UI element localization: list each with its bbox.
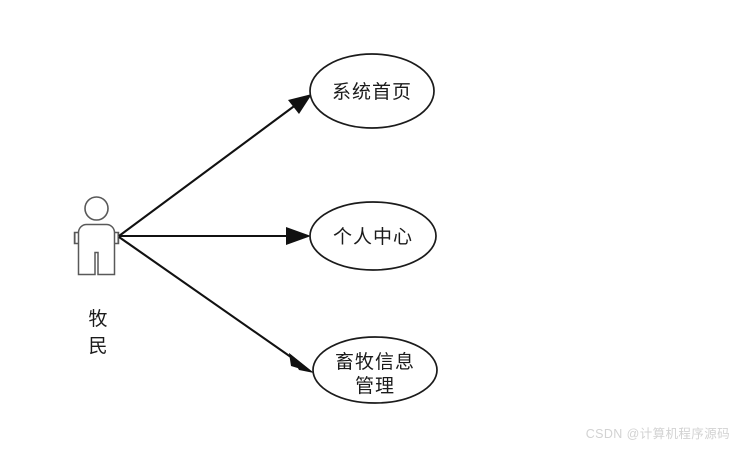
actor-muimin[interactable]: 牧 民 <box>73 196 120 357</box>
use-case-system-home[interactable]: 系统首页 <box>309 53 435 129</box>
use-case-personal-center[interactable]: 个人中心 <box>309 201 437 271</box>
use-case-label: 个人中心 <box>333 226 413 248</box>
association-line <box>118 103 298 237</box>
actor-label-line-1: 牧 <box>88 308 107 330</box>
arrowhead-filled-triangle-icon <box>286 227 311 245</box>
use-case-label-line-2: 管理 <box>355 375 395 397</box>
actor-label-line-2: 民 <box>88 336 107 357</box>
use-case-label: 系统首页 <box>332 81 412 103</box>
arrowhead-filled-triangle-icon <box>288 94 312 114</box>
use-case-livestock-info-management[interactable]: 畜牧信息 管理 <box>312 336 438 404</box>
association-personal-center[interactable] <box>119 227 311 245</box>
association-line <box>118 236 299 363</box>
association-system-home[interactable] <box>118 94 312 237</box>
use-case-ellipse <box>312 336 438 404</box>
association-livestock-info-management[interactable] <box>118 236 314 373</box>
use-case-label-line-1: 畜牧信息 <box>335 351 415 373</box>
use-case-ellipse <box>309 53 435 129</box>
arrowhead-filled-triangle-body-icon <box>289 353 314 373</box>
actor-head-icon <box>84 196 109 221</box>
actor-body-icon <box>73 223 120 276</box>
use-case-ellipse <box>309 201 437 271</box>
csdn-watermark: CSDN @计算机程序源码 <box>585 427 730 441</box>
